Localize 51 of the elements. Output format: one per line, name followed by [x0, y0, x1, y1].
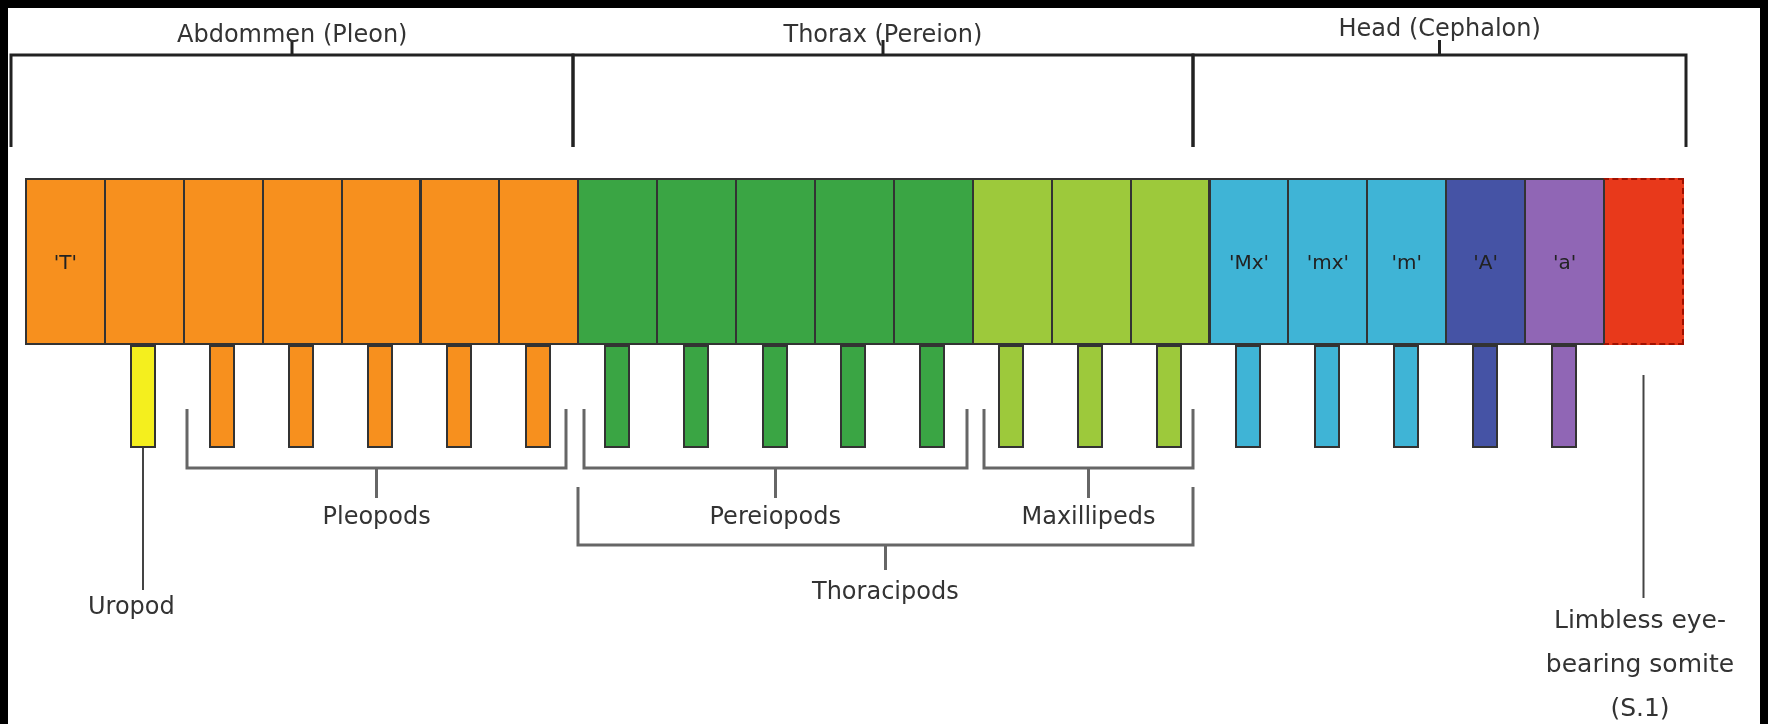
limb-bar [761, 345, 788, 448]
leader-line [142, 447, 144, 591]
body-segment [419, 178, 501, 345]
leader-line [1642, 374, 1645, 599]
limb-bar [209, 345, 236, 448]
body-segment: 'm' [1366, 178, 1448, 345]
limb-bar [1156, 345, 1183, 448]
limb-bar [524, 345, 551, 448]
part-label: Uropod [88, 590, 175, 622]
bracket-label: Pleopods [322, 501, 431, 532]
limb-bar [1077, 345, 1104, 448]
body-segment: 'mx' [1287, 178, 1369, 345]
limb-bar [998, 345, 1025, 448]
limb-bar [1471, 345, 1498, 448]
body-segment [971, 178, 1053, 345]
limb-bar [1392, 345, 1419, 448]
body-segment [814, 178, 895, 345]
body-segment: 'T' [25, 178, 106, 345]
limb-bar [919, 345, 946, 448]
bracket-label: Pereiopods [709, 501, 841, 532]
body-segment [656, 178, 738, 345]
part-label: Limbless eye-bearing somite (S.1) [1535, 598, 1745, 724]
body-segment: 'a' [1524, 178, 1605, 345]
body-segment [1050, 178, 1132, 345]
limb-bar [130, 345, 157, 448]
bracket-label: Head (Cephalon) [1338, 13, 1541, 44]
limb-bar [288, 345, 315, 448]
limb-bar [840, 345, 867, 448]
limb-bar [445, 345, 472, 448]
limb-bar [1550, 345, 1577, 448]
body-segment [498, 178, 580, 345]
bracket-label: Abdommen (Pleon) [177, 19, 408, 50]
body-segment [1129, 178, 1211, 345]
body-segment [261, 178, 343, 345]
bracket-label: Maxillipeds [1021, 501, 1156, 532]
body-segment [340, 178, 422, 345]
limb-bar [1313, 345, 1340, 448]
body-segment: 'Mx' [1208, 178, 1290, 345]
limb-bar [603, 345, 630, 448]
body-segment [1603, 178, 1684, 345]
body-segment [892, 178, 974, 345]
bracket-label: Thorax (Pereion) [783, 19, 983, 50]
body-segment [103, 178, 185, 345]
limb-bar [682, 345, 709, 448]
body-segment: 'A' [1445, 178, 1527, 345]
body-segment [182, 178, 264, 345]
limb-bar [367, 345, 394, 448]
body-segment [735, 178, 816, 345]
body-segment [577, 178, 659, 345]
bracket-label: Thoracipods [812, 576, 959, 607]
limb-bar [1234, 345, 1261, 448]
